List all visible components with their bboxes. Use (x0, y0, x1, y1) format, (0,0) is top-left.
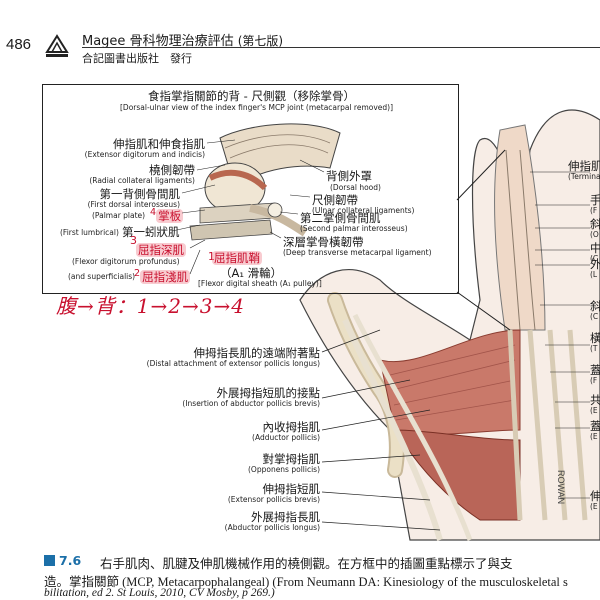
edge-label-0: 伸指肌 (568, 159, 600, 173)
edge-label-6: 中 (590, 241, 600, 255)
book-title: Magee 骨科物理治療評估 (第七版) (82, 30, 283, 49)
edge-label-15: (F (590, 376, 598, 385)
edge-label-4: 斜 (590, 217, 600, 231)
label-second-palmar-zh: 第二掌側骨間肌 (300, 211, 381, 225)
label-epb-zh: 伸拇指短肌 (262, 482, 321, 496)
label-fdp-en: (Flexor digitorum profundus) (72, 257, 180, 266)
edge-label-14: 蓋 (590, 363, 600, 377)
label-sheath-en: [Flexor digital sheath (A₁ pulley)] (198, 279, 322, 288)
label-palmar-plate-en: (Palmar plate) (92, 211, 146, 220)
label-apl-zh: 外展拇指長肌 (251, 510, 320, 524)
figure-number: 7.6 (44, 553, 81, 568)
edge-label-10: 斜 (590, 299, 600, 313)
label-second-palmar-en: (Second palmar interosseus) (300, 224, 408, 233)
caption-line-3: bilitation, ed 2. St Louis, 2010, CV Mos… (44, 587, 275, 599)
mcp-joint-illustration (189, 123, 341, 241)
hand-illustration: ROWAN (299, 109, 600, 541)
label-fds-en: (and superficialis) (68, 272, 136, 281)
label-dorsal-hood-zh: 背側外罩 (326, 169, 372, 183)
note-4: 4 (150, 207, 157, 218)
book-edition: (第七版) (237, 34, 284, 48)
label-ulnar-collateral-zh: 尺側韌帶 (312, 193, 358, 207)
label-radial-collateral-zh: 橈側韌帶 (149, 163, 195, 177)
handwritten-note: 腹→背：1→2→3→4 (56, 294, 245, 318)
page-number: 486 (6, 36, 32, 53)
inset-title-zh: 食指掌指關節的背 - 尺側觀（移除掌骨） (148, 89, 355, 103)
label-opponens-zh: 對掌拇指肌 (262, 452, 321, 466)
publisher-line: 合記圖書出版社 發行 (82, 52, 192, 65)
label-first-lumbrical-zh: 第一蚓狀肌 (122, 225, 180, 239)
label-first-lumbrical-en: (First lumbrical) (60, 228, 119, 237)
label-apb-insert-en: (Insertion of abductor pollicis brevis) (182, 399, 320, 408)
edge-label-20: 伸 (590, 489, 600, 503)
header-rule (82, 47, 600, 48)
label-adductor-zh: 內收拇指肌 (262, 420, 321, 434)
inset-box (42, 84, 459, 294)
publisher-logo-icon (44, 32, 70, 58)
edge-label-16: 共 (590, 393, 600, 407)
figure-square-icon (44, 555, 55, 566)
book-title-text: Magee 骨科物理治療評估 (82, 34, 234, 49)
caption-line-1: 右手肌肉、肌腱及伸肌機械作用的橈側觀。在方框中的插圖重點標示了與支 (100, 556, 513, 571)
label-adductor-en: (Adductor pollicis) (252, 433, 320, 442)
edge-label-2: 手 (590, 193, 600, 207)
edge-label-7: (C (590, 254, 599, 263)
inset-title-en: [Dorsal-ulnar view of the index finger's… (120, 103, 394, 112)
edge-label-9: (L (590, 270, 598, 279)
note-1: 1 (208, 250, 215, 263)
note-3: 3 (130, 234, 137, 247)
label-fdp-zh: 屈指深肌 (136, 243, 186, 257)
label-deep-transverse-en: (Deep transverse metacarpal ligament) (283, 248, 432, 257)
edge-label-1: (Termina (568, 172, 600, 181)
label-epl-attach-zh: 伸拇指長肌的遠端附著點 (193, 346, 321, 360)
label-opponens-en: (Opponens pollicis) (248, 465, 320, 474)
label-extensor-digitorum-en: (Extensor digitorum and indicis) (84, 150, 205, 159)
label-sheath-pulley: （A₁ 滑輪） (220, 266, 283, 280)
label-first-dorsal-zh: 第一背側骨間肌 (99, 187, 181, 201)
edge-label-17: (E (590, 406, 598, 415)
inset-leader-lines (171, 139, 325, 275)
label-apl-en: (Abductor pollicis longus) (224, 523, 320, 532)
edge-label-3: (F (590, 206, 598, 215)
label-epl-attach-en: (Distal attachment of extensor pollicis … (146, 359, 320, 368)
edge-label-8: 外 (590, 257, 600, 271)
edge-label-21: (E (590, 502, 598, 511)
edge-label-13: (T (590, 344, 598, 353)
edge-label-19: (E (590, 432, 598, 441)
label-deep-transverse-zh: 深層掌骨橫韌帶 (283, 235, 364, 249)
label-ulnar-collateral-en: (Ulnar collateral ligaments) (312, 206, 415, 215)
label-sheath-zh: 屈指肌鞘 (212, 251, 262, 265)
edge-label-5: (O (590, 230, 599, 239)
edge-label-18: 蓋 (590, 419, 600, 433)
label-apb-insert-zh: 外展拇指短肌的接點 (216, 386, 321, 400)
caption-line-2: 造。掌指關節 (MCP, Metacarpophalangeal) (From … (44, 575, 568, 589)
label-extensor-digitorum-zh: 伸指肌和伸食指肌 (113, 137, 205, 151)
label-epb-en: (Extensor pollicis brevis) (227, 495, 320, 504)
edge-label-12: 橫 (590, 331, 600, 345)
label-dorsal-hood-en: (Dorsal hood) (330, 183, 381, 192)
artist-signature: ROWAN (556, 470, 566, 504)
label-first-dorsal-en: (First dorsal interosseus) (87, 200, 180, 209)
label-radial-collateral-en: (Radial collateral ligaments) (89, 176, 195, 185)
edge-label-11: (C (590, 312, 599, 321)
